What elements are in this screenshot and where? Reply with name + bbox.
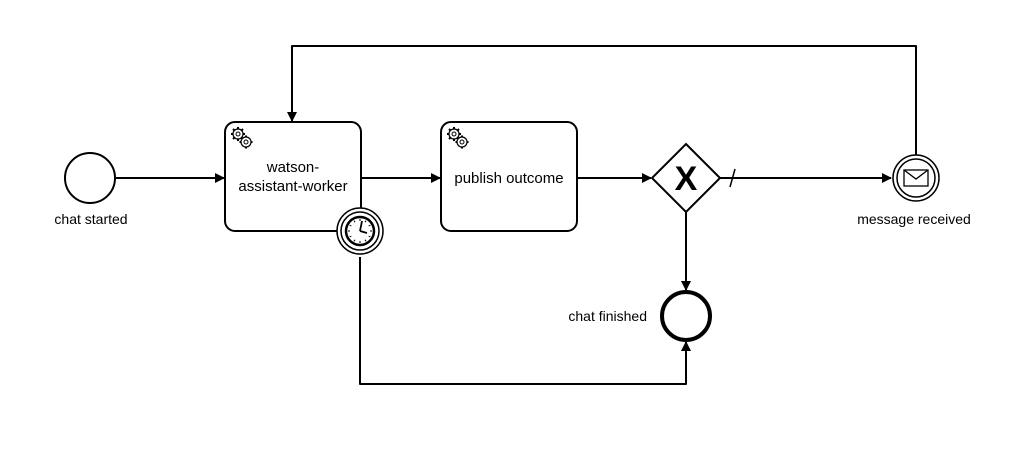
clock-icon (344, 215, 376, 247)
flow-message-to-worker[interactable] (287, 45, 917, 155)
publish-task[interactable]: publish outcome (440, 121, 578, 232)
worker-task-label-line2: assistant-worker (238, 178, 347, 195)
exclusive-gateway[interactable]: X (650, 142, 722, 214)
publish-task-label: publish outcome (454, 170, 563, 187)
worker-task-label-line1: watson- (266, 159, 320, 176)
start-event-label: chat started (54, 211, 127, 227)
gear-icon (231, 127, 253, 149)
end-event[interactable] (660, 290, 712, 342)
default-flow-marker (729, 168, 736, 188)
end-event-label: chat finished (568, 308, 647, 324)
envelope-icon (903, 169, 929, 187)
worker-task[interactable]: watson- assistant-worker (224, 121, 362, 232)
message-event-label: message received (857, 211, 971, 227)
flow-timer-to-end[interactable] (359, 257, 691, 385)
start-event[interactable] (64, 152, 116, 204)
gateway-marker: X (675, 160, 698, 198)
gear-icon (447, 127, 469, 149)
